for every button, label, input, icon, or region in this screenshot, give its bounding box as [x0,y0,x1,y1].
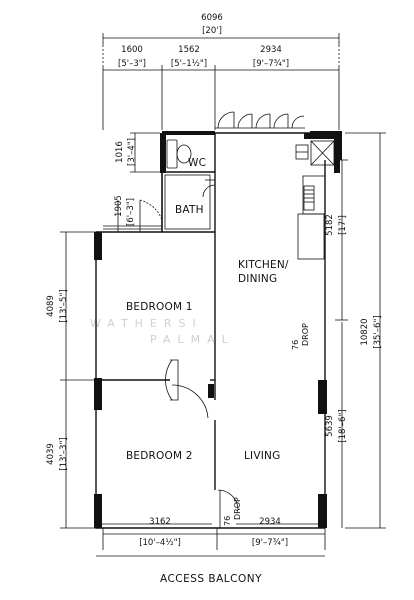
dim-top-2: 1562 [178,45,200,55]
dim-kitchen-ft: [17'] [338,215,348,235]
dim-overall-height: 10820 [360,318,370,345]
dim-top-1: 1600 [121,45,143,55]
dim-overall-height-ft: [35'–6"] [373,315,383,348]
drop-lower-label: DROP [233,497,242,520]
dim-wc-ft: [3'–4"] [127,138,137,166]
room-label-bedroom1: BEDROOM 1 [126,301,193,313]
dim-living-ft: [18'–6"] [338,409,348,442]
room-label-bath: BATH [175,204,204,216]
structural-columns [94,133,340,528]
dim-living: 5639 [325,415,335,437]
dim-top-1-ft: [5'–3"] [118,59,146,69]
drop-upper-label: DROP [301,323,310,346]
dim-entry-ft: [6'–3"] [126,198,136,226]
dim-top-2-ft: [5'–1½"] [171,59,207,69]
dim-bedroom1: 4089 [46,295,56,317]
room-label-wc: WC [188,157,206,169]
dim-wc: 1016 [115,141,125,163]
dim-bedroom2: 4039 [46,443,56,465]
dim-top-3: 2934 [260,45,282,55]
doors [139,179,239,528]
dim-entry: 1905 [114,195,124,217]
dim-bedroom1-ft: [13'–5"] [59,289,69,322]
windows [102,111,318,529]
watermark-line1: WATHERSI [90,317,203,330]
room-label-bedroom2: BEDROOM 2 [126,450,193,462]
left-dimension-lines [60,132,160,529]
fixtures [164,139,335,260]
dim-kitchen: 5182 [325,214,335,236]
dim-top-3-ft: [9'–7¾"] [253,59,289,69]
drop-upper-number: 76 [291,340,300,350]
drop-lower-number: 76 [223,516,232,526]
dim-bottom-1: 3162 [149,517,171,527]
dim-overall-width: 6096 [201,13,223,23]
dim-bottom-2: 2934 [259,517,281,527]
watermark-line2: PALMAL [150,333,235,346]
top-dimension-lines [102,33,340,130]
room-label-living: LIVING [244,450,280,462]
dim-bottom-1-ft: [10'–4½"] [139,538,181,548]
room-label-kitchen-2: DINING [238,273,277,285]
dim-bottom-2-ft: [9'–7¾"] [252,538,288,548]
access-balcony-label: ACCESS BALCONY [160,573,262,585]
dim-bedroom2-ft: [13'–3"] [59,437,69,470]
room-label-kitchen-1: KITCHEN/ [238,259,289,271]
dim-overall-width-ft: [20'] [202,26,222,36]
bottom-dimension-lines [102,528,326,550]
watermark: WATHERSI PALMAL [90,317,235,346]
